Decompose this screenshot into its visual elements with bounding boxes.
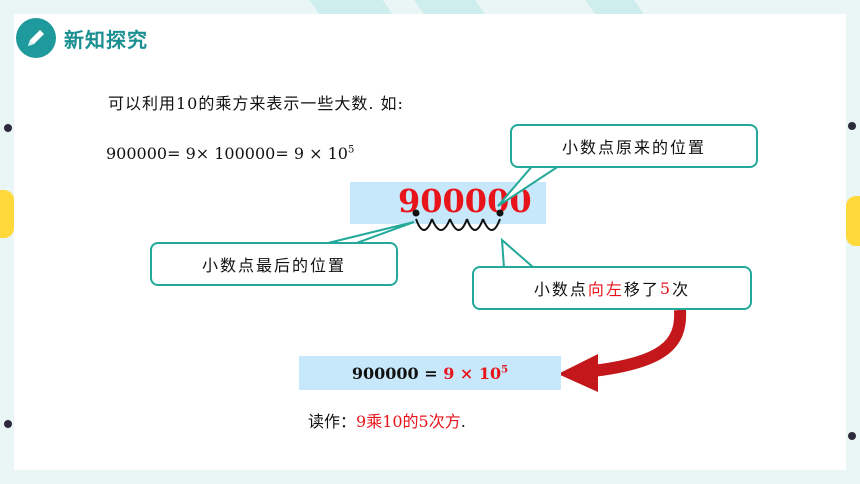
result-formula: 900000 = 9 × 105: [352, 364, 508, 383]
slide-card: 新知探究 可以利用10的乘方来表示一些大数. 如: 900000= 9× 100…: [14, 14, 846, 470]
demo-number: 900000: [398, 182, 532, 220]
reading-end: .: [460, 412, 466, 431]
final-decimal-point: [412, 209, 420, 217]
result-arrow: [583, 309, 687, 378]
original-decimal-point: [496, 209, 504, 217]
background-dot: [848, 432, 856, 440]
result-exponent: 5: [501, 364, 509, 376]
background-accent: [846, 196, 860, 246]
shift-arcs: [415, 218, 501, 231]
callout-original-position: 小数点原来的位置: [510, 124, 758, 168]
callout-pointer-left: [323, 221, 415, 245]
callout-pointer-top: [497, 163, 566, 207]
callout-original-position-text: 小数点原来的位置: [561, 138, 706, 157]
example-equation-text: 900000= 9× 100000= 9 × 10: [106, 144, 348, 163]
callout-moved-direction: 向左: [587, 280, 624, 299]
callout-final-position-text: 小数点最后的位置: [201, 256, 346, 275]
result-lhs: 900000 =: [351, 363, 438, 383]
reading-value: 9乘10的5次方: [356, 412, 461, 431]
reading-line: 读作：9乘10的5次方.: [308, 408, 466, 432]
result-rhs: 9 × 10: [443, 363, 502, 383]
result-box: 900000 = 9 × 105: [299, 356, 561, 390]
reading-label: 读作：: [308, 412, 357, 431]
callout-moved-prefix: 小数点: [533, 280, 588, 299]
section-header: 新知探究: [14, 14, 148, 62]
callout-moved-suffix: 次: [672, 280, 691, 299]
callout-final-position: 小数点最后的位置: [150, 242, 398, 286]
section-title: 新知探究: [64, 27, 148, 52]
intro-text: 可以利用10的乘方来表示一些大数. 如:: [108, 94, 404, 113]
example-exponent: 5: [347, 144, 355, 156]
callout-pointer-right: [500, 237, 537, 269]
background-dot: [848, 122, 856, 130]
callout-moved-middle: 移了: [623, 280, 660, 299]
background-dot: [4, 124, 12, 132]
result-arrow-head: [558, 354, 598, 392]
example-equation: 900000= 9× 100000= 9 × 105: [106, 144, 354, 163]
background-dot: [4, 420, 12, 428]
decimal-shift-diagram: [323, 163, 687, 392]
background-accent: [0, 190, 14, 238]
pencil-icon: [16, 18, 56, 58]
callout-moved-count: 5: [659, 278, 673, 298]
